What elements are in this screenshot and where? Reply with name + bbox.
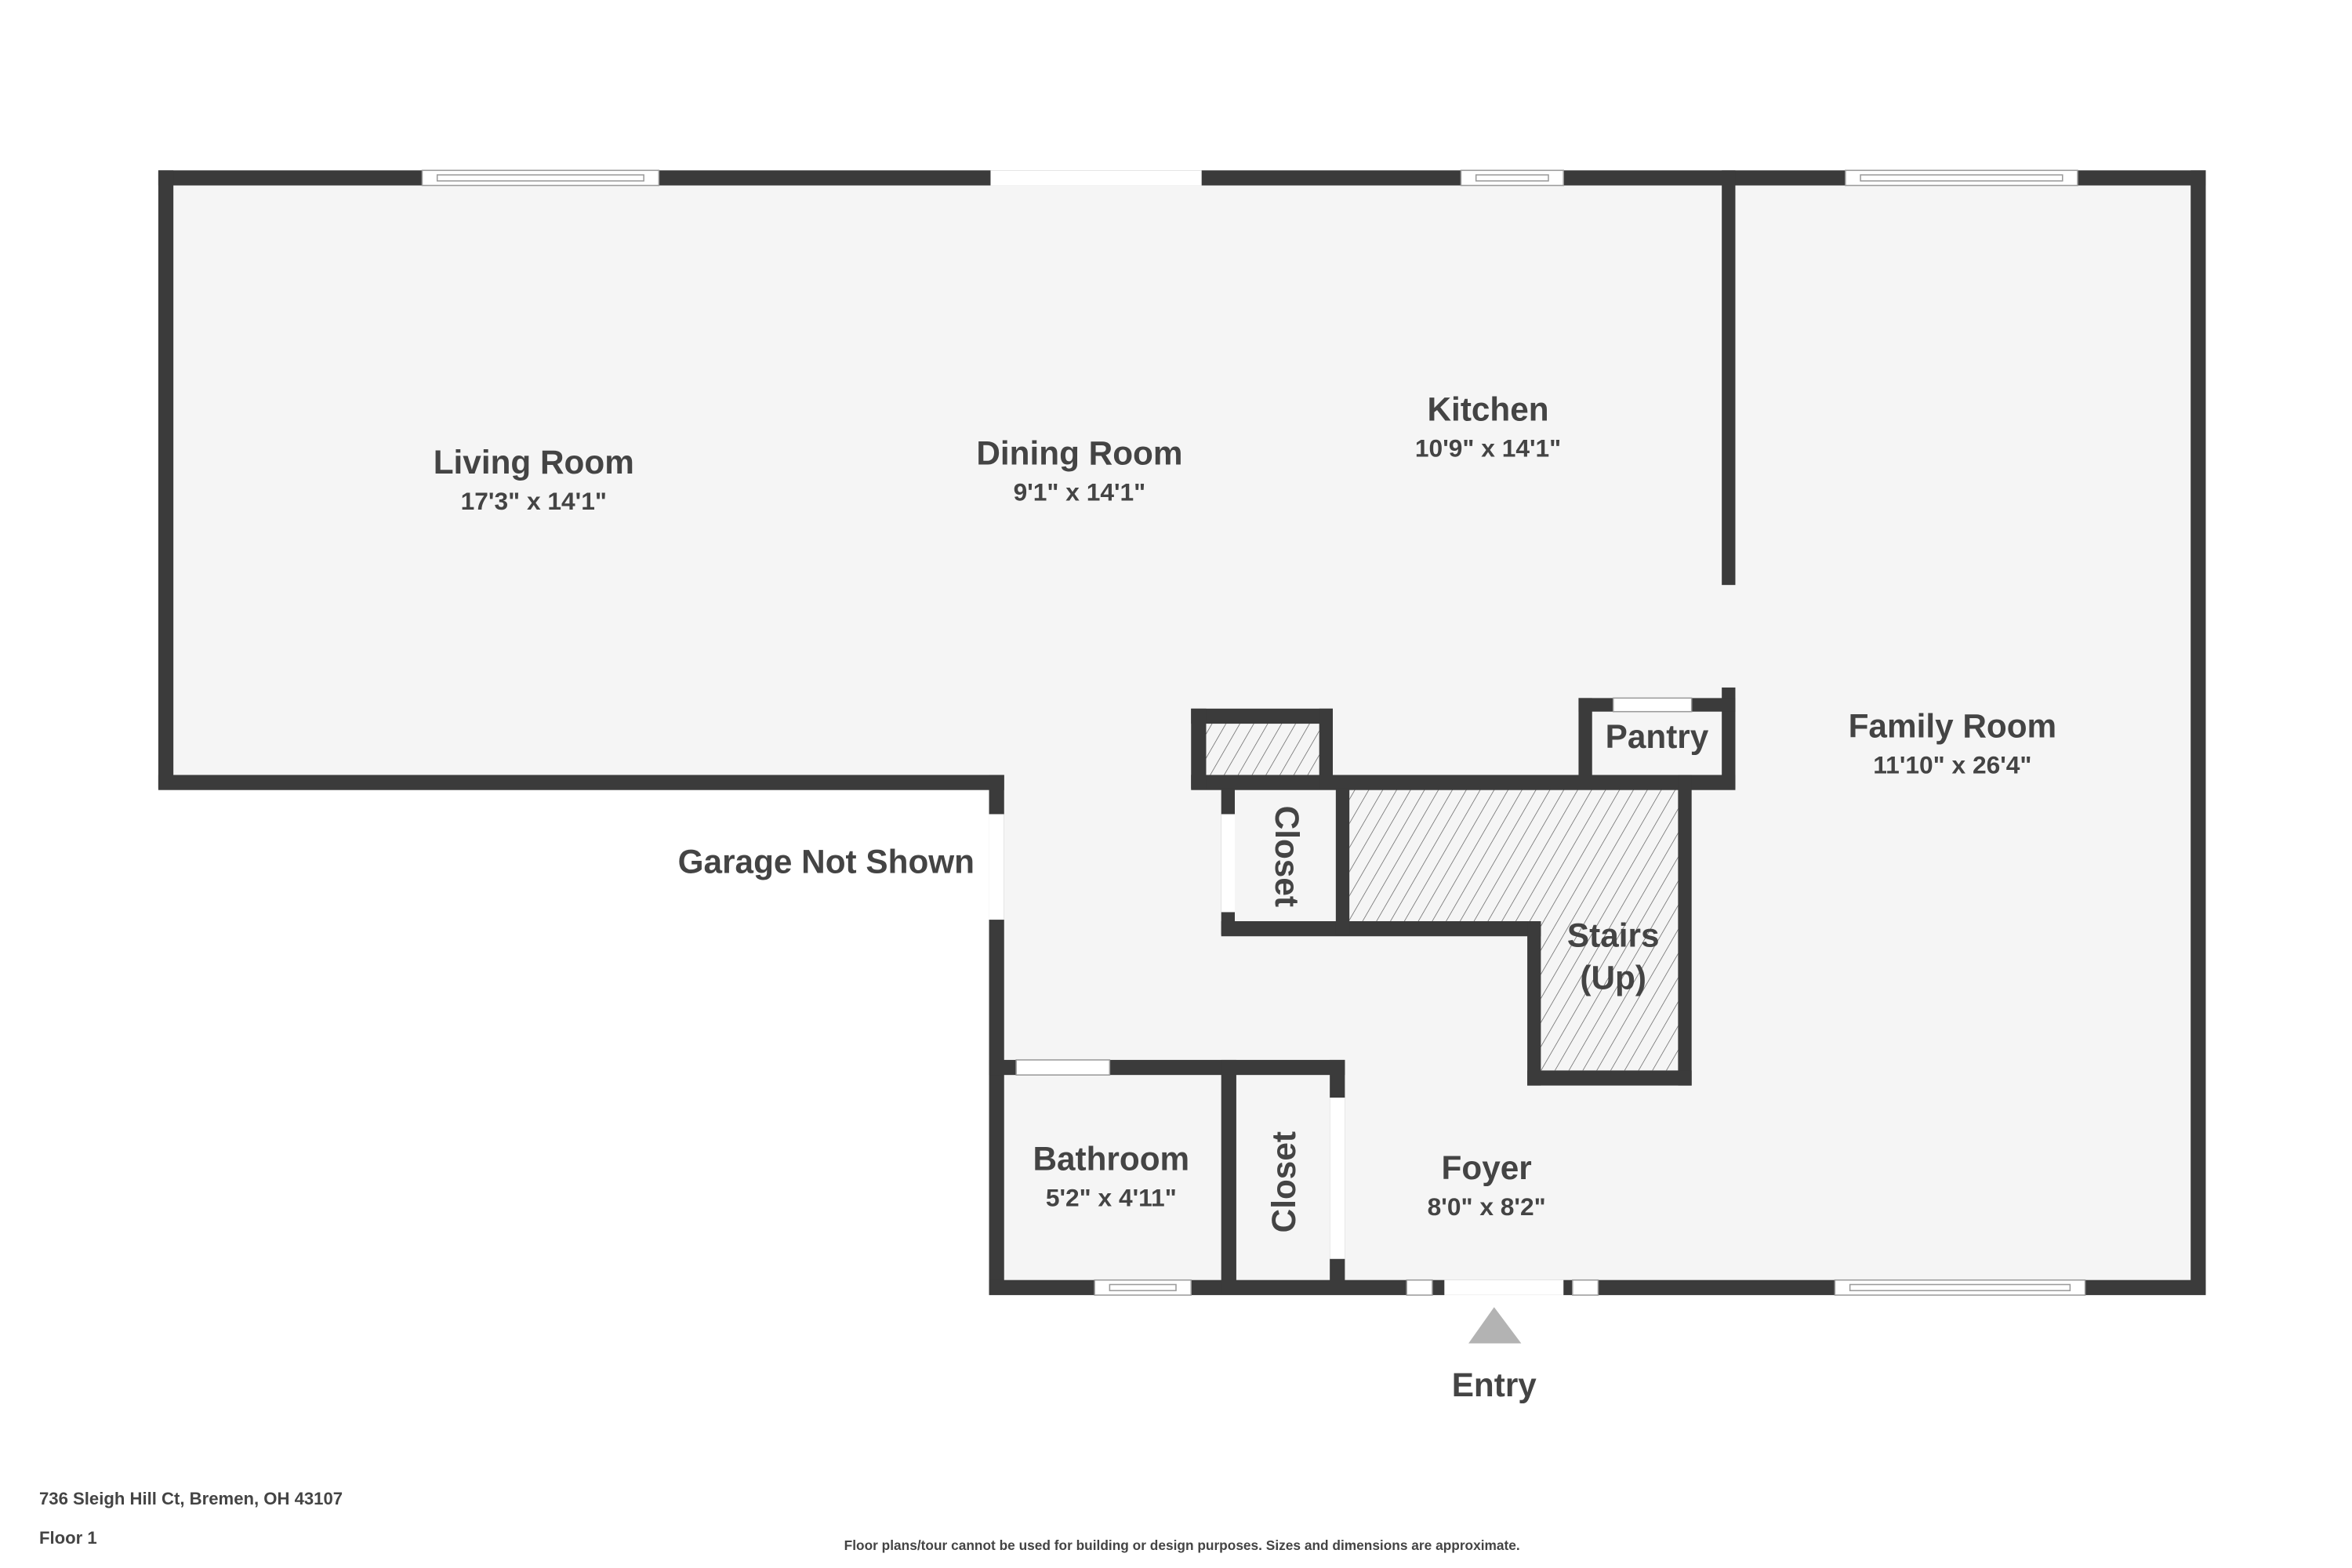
foyer-dims: 8'0" x 8'2" xyxy=(1428,1192,1546,1221)
bathroom-dims: 5'2" x 4'11" xyxy=(1046,1183,1177,1211)
upper-closet-label: Closet xyxy=(1269,806,1305,907)
kitchen-label: Kitchen xyxy=(1428,391,1549,428)
entry-label: Entry xyxy=(1452,1367,1537,1403)
chimney-hatch xyxy=(1206,724,1319,777)
dining-room-label: Dining Room xyxy=(976,434,1182,471)
floor-area xyxy=(158,170,2206,1294)
garage-note: Garage Not Shown xyxy=(678,843,975,880)
floor-label: Floor 1 xyxy=(39,1528,97,1548)
living-room-dims: 17'3" x 14'1" xyxy=(461,487,607,515)
stairs-hatch xyxy=(1349,788,1679,1071)
kitchen-dims: 10'9" x 14'1" xyxy=(1415,434,1561,463)
pantry-label: Pantry xyxy=(1606,718,1709,755)
lower-closet-label: Closet xyxy=(1265,1131,1302,1232)
walls xyxy=(158,170,2206,1295)
address: 736 Sleigh Hill Ct, Bremen, OH 43107 xyxy=(39,1489,343,1508)
family-room-label: Family Room xyxy=(1849,707,2057,744)
stairs-label: Stairs xyxy=(1567,917,1660,954)
living-room-label: Living Room xyxy=(434,444,634,481)
windows xyxy=(421,169,2086,1296)
family-room-dims: 11'10" x 26'4" xyxy=(1873,751,2031,779)
entry-arrow-icon xyxy=(1468,1307,1522,1344)
disclaimer: Floor plans/tour cannot be used for buil… xyxy=(844,1537,1520,1553)
foyer-label: Foyer xyxy=(1442,1149,1532,1186)
bathroom-label: Bathroom xyxy=(1033,1140,1189,1177)
dining-room-dims: 9'1" x 14'1" xyxy=(1014,477,1146,506)
stairs-direction-label: (Up) xyxy=(1580,960,1646,996)
